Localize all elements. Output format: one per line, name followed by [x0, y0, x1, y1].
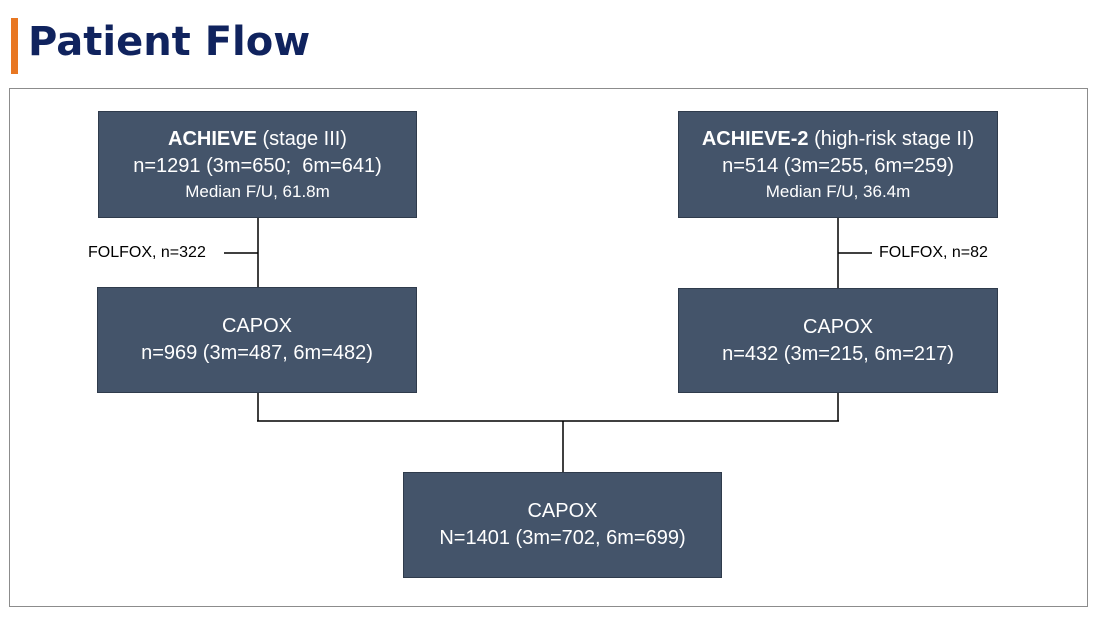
achieve-counts: n=1291 (3m=650; 6m=641): [133, 154, 382, 177]
achieve2-stage: (high-risk stage II): [808, 127, 975, 150]
capox-combined-box: CAPOX N=1401 (3m=702, 6m=699): [403, 472, 722, 578]
capox-right-label: CAPOX: [802, 315, 874, 338]
diagram-frame: [9, 88, 1088, 607]
capox-left-box: CAPOX n=969 (3m=487, 6m=482): [97, 287, 417, 393]
achieve2-counts: n=514 (3m=255, 6m=259): [722, 154, 954, 177]
achieve-box: ACHIEVE (stage III) n=1291 (3m=650; 6m=6…: [98, 111, 417, 218]
capox-combined-label: CAPOX: [527, 500, 598, 522]
achieve-followup: Median F/U, 61.8m: [185, 181, 330, 201]
page-title: Patient Flow: [28, 19, 311, 65]
capox-right-box: CAPOX n=432 (3m=215, 6m=217): [678, 288, 998, 393]
achieve2-followup: Median F/U, 36.4m: [765, 181, 911, 201]
folfox-left-label: FOLFOX, n=322: [88, 244, 206, 261]
capox-left-counts: n=969 (3m=487, 6m=482): [141, 342, 373, 364]
achieve2-box: ACHIEVE-2 (high-risk stage II) n=514 (3m…: [678, 111, 998, 218]
capox-right-counts: n=432 (3m=215, 6m=217): [722, 342, 954, 365]
achieve2-title: ACHIEVE-2 (high-risk stage II): [702, 126, 974, 153]
achieve-name: ACHIEVE: [168, 127, 257, 150]
capox-left-label: CAPOX: [221, 315, 293, 337]
achieve-stage: (stage III): [256, 127, 347, 150]
capox-combined-counts: N=1401 (3m=702, 6m=699): [439, 527, 686, 549]
achieve-title: ACHIEVE (stage III): [168, 126, 347, 153]
folfox-right-label: FOLFOX, n=82: [879, 244, 988, 261]
title-accent-bar: [11, 18, 18, 74]
achieve2-name: ACHIEVE-2: [701, 127, 809, 150]
